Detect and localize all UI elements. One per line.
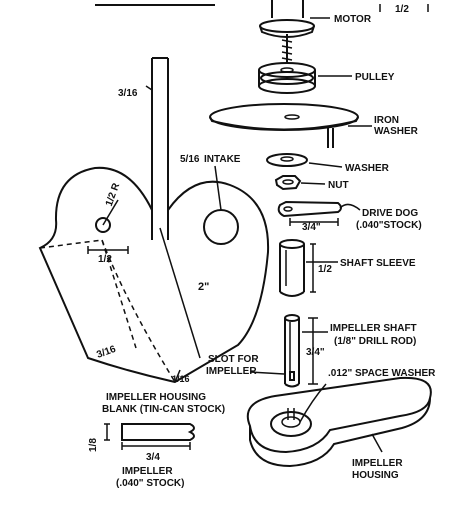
motor-part [259, 0, 315, 62]
dim-radius: 1/2 R [104, 181, 123, 208]
impeller-label-1: IMPELLER [122, 466, 173, 477]
impeller-housing-label-2: HOUSING [352, 470, 399, 481]
motor-label: MOTOR [334, 14, 372, 25]
housing-blank-label-1: IMPELLER HOUSING [106, 392, 206, 403]
impeller-shaft-label-1: IMPELLER SHAFT [330, 323, 417, 334]
iron-washer-label-1: IRON [374, 115, 399, 126]
slot-label-2: IMPELLER [206, 366, 257, 377]
impeller-housing-label-1: IMPELLER [352, 458, 403, 469]
dim-sleeve-1-2: 1/2 [318, 264, 332, 275]
dim-flap-3-16: 3/16 [95, 344, 117, 361]
pulley-part [258, 62, 316, 94]
impeller-housing-part [246, 376, 432, 468]
shaft-dim-line [308, 317, 318, 385]
shaft-sleeve-label: SHAFT SLEEVE [340, 258, 416, 269]
housing-blank-label-2: BLANK (TIN-CAN STOCK) [102, 404, 225, 415]
drive-dog-part [277, 200, 342, 218]
dim-dog-3-4: 3/4" [302, 222, 321, 233]
washer-leader [308, 162, 343, 168]
nut-label: NUT [328, 180, 349, 191]
housing-blank-post [151, 57, 169, 240]
dim-top-half: 1/2 [395, 4, 409, 15]
drive-dog-label-2: (.040"STOCK) [356, 220, 422, 231]
nut-leader [300, 182, 326, 185]
impeller-shaft-label-2: (1/8" DRILL ROD) [334, 336, 416, 347]
space-washer-leader [299, 383, 327, 423]
washer-part [266, 153, 308, 167]
impeller-housing-leader [371, 433, 383, 453]
top-dimension-ticks [379, 4, 429, 12]
dim-post-3-16: 3/16 [118, 88, 138, 99]
impeller-shaft-part [284, 314, 300, 388]
space-washer-label: .012" SPACE WASHER [328, 368, 436, 379]
post-dim-leader [145, 85, 153, 91]
slot-label-1: SLOT FOR [208, 354, 259, 365]
intake-label: INTAKE [204, 154, 241, 165]
pulley-label: PULLEY [355, 72, 395, 83]
drive-dog-dim-line [289, 218, 339, 226]
intake-leader [214, 165, 222, 211]
dim-impeller-3-4: 3/4 [146, 452, 160, 463]
drive-dog-label-1: DRIVE DOG [362, 208, 418, 219]
iron-washer-part [209, 103, 359, 148]
dim-slot-1-16: 1/16 [172, 374, 190, 384]
dim-impeller-1-8: 1/8 [88, 438, 99, 452]
slot-leader [249, 371, 285, 375]
dim-2-inch: 2" [198, 281, 209, 293]
drive-dog-leader [339, 203, 361, 211]
impeller-strip-part [104, 423, 195, 450]
sleeve-dim-line [310, 243, 316, 293]
shaft-sleeve-part [279, 239, 305, 297]
dim-shaft-3-4: 3/4" [306, 347, 325, 358]
dim-half-inch: 1/2 [98, 254, 112, 265]
iron-washer-label-2: WASHER [374, 126, 419, 137]
dim-intake-5-16: 5/16 [180, 154, 200, 165]
washer-label: WASHER [345, 163, 390, 174]
impeller-housing-blank [38, 166, 270, 384]
nut-part [274, 175, 302, 191]
impeller-label-2: (.040" STOCK) [116, 478, 184, 489]
